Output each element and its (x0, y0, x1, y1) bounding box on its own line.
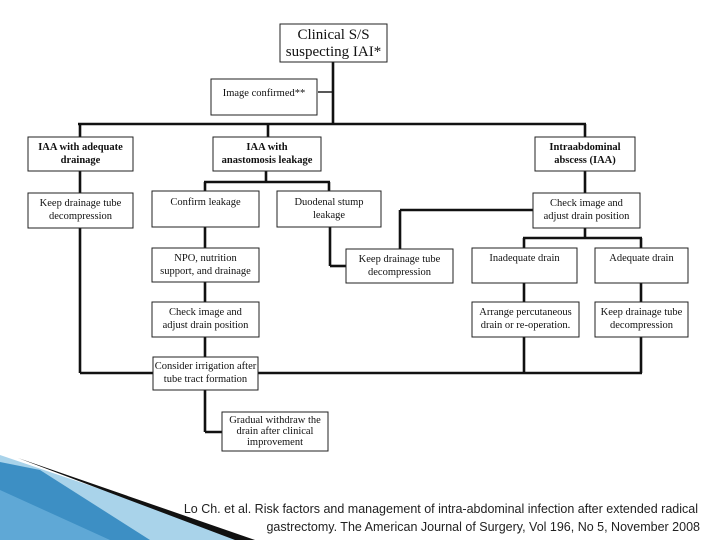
node-keep-tube-1-line1: Keep drainage tube (40, 198, 122, 209)
node-inadequate: Inadequate drain (471, 247, 578, 284)
node-clinical-line1: Clinical S/S (297, 27, 369, 43)
node-iaa-leak-line1: IAA with (246, 142, 287, 153)
connectors (78, 60, 643, 434)
node-npo-line2: support, and drainage (160, 266, 251, 277)
node-keep-tube-2-line1: Keep drainage tube (359, 254, 441, 265)
svg-text:Image confirmed**: Image confirmed** (223, 88, 306, 99)
node-check-image-left-line2: adjust drain position (163, 320, 249, 331)
svg-text:Inadequate drain: Inadequate drain (489, 253, 560, 264)
node-keep-tube-3-line1: Keep drainage tube (601, 307, 683, 318)
node-check-image-right-line2: adjust drain position (544, 211, 630, 222)
node-arrange-line1: Arrange percutaneous (479, 307, 571, 318)
node-npo: NPO, nutrition support, and drainage (151, 247, 260, 283)
node-image-confirmed: Image confirmed** (210, 78, 318, 116)
node-npo-line1: NPO, nutrition (174, 253, 237, 264)
node-iaa-adequate: IAA with adequate drainage (27, 136, 134, 172)
svg-text:Confirm leakage: Confirm leakage (170, 197, 241, 208)
node-iaa-leak: IAA with anastomosis leakage (212, 136, 322, 172)
node-keep-tube-2-line2: decompression (368, 267, 432, 278)
node-iaa-leak-line2: anastomosis leakage (222, 155, 313, 166)
node-iaa-abscess: Intraabdominal abscess (IAA) (534, 136, 636, 172)
node-confirm-leak-line1: Confirm leakage (170, 197, 241, 208)
node-check-image-right: Check image and adjust drain position (532, 192, 641, 229)
node-irrigation-line1: Consider irrigation after (155, 361, 257, 372)
node-duodenal-line1: Duodenal stump (294, 197, 363, 208)
node-duodenal-line2: leakage (313, 210, 345, 221)
citation: Lo Ch. et al. Risk factors and managemen… (88, 500, 700, 536)
node-confirm-leak: Confirm leakage (151, 190, 260, 228)
node-keep-tube-2: Keep drainage tube decompression (345, 248, 454, 284)
node-keep-tube-1-line2: decompression (49, 211, 113, 222)
node-inadequate-line1: Inadequate drain (489, 253, 560, 264)
node-irrigation-line2: tube tract formation (164, 374, 248, 385)
node-adequate: Adequate drain (594, 247, 689, 284)
node-withdraw-line2: drain after clinical (237, 426, 314, 437)
node-iaa-adequate-line2: drainage (61, 155, 101, 166)
node-check-image-right-line1: Check image and (550, 198, 624, 209)
node-iaa-abscess-line2: abscess (IAA) (554, 155, 616, 166)
node-keep-tube-3-line2: decompression (610, 320, 674, 331)
svg-text:Adequate drain: Adequate drain (609, 253, 674, 264)
corner-decoration (0, 455, 255, 540)
node-withdraw-line3: improvement (247, 437, 303, 448)
citation-line1: Lo Ch. et al. Risk factors and managemen… (183, 502, 698, 516)
node-check-image-left: Check image and adjust drain position (151, 301, 260, 338)
node-arrange: Arrange percutaneous drain or re-operatio… (471, 301, 580, 338)
node-keep-tube-3: Keep drainage tube decompression (594, 301, 689, 338)
node-irrigation: Consider irrigation after tube tract form… (152, 356, 259, 391)
node-image-confirmed-line1: Image confirmed** (223, 88, 306, 99)
node-arrange-line2: drain or re-operation. (481, 320, 571, 331)
node-duodenal: Duodenal stump leakage (276, 190, 382, 228)
node-withdraw-line1: Gradual withdraw the (229, 415, 321, 426)
node-keep-tube-1: Keep drainage tube decompression (27, 192, 134, 229)
node-adequate-line1: Adequate drain (609, 253, 674, 264)
node-check-image-left-line1: Check image and (169, 307, 243, 318)
node-iaa-abscess-line1: Intraabdominal (549, 142, 620, 153)
citation-line2: gastrectomy. The American Journal of Sur… (266, 520, 700, 534)
node-iaa-adequate-line1: IAA with adequate (38, 142, 123, 153)
node-clinical-line2: suspecting IAI* (286, 44, 381, 60)
